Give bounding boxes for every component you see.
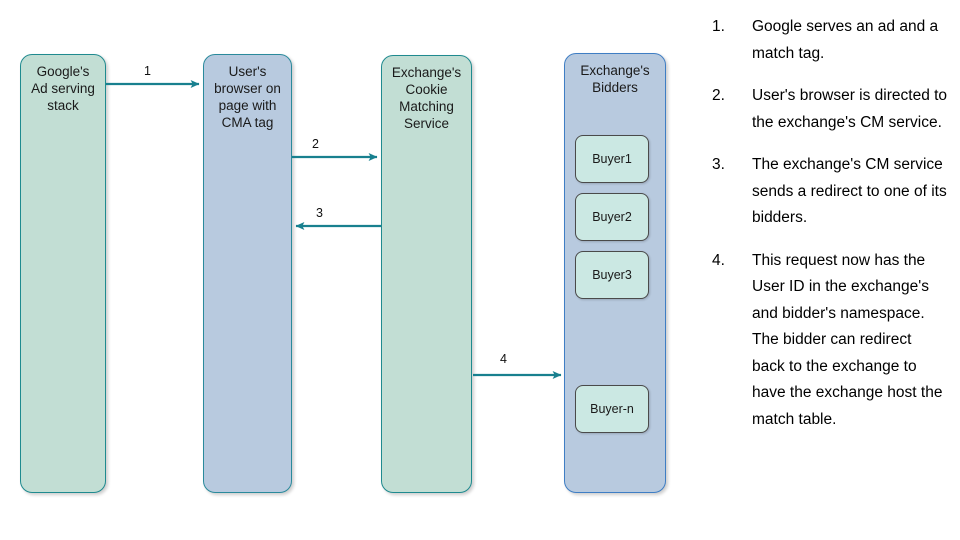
step-number: 3.: [712, 156, 725, 173]
buyer-box-buyer-n[interactable]: Buyer-n: [575, 385, 649, 433]
node-label: User's browser on page with CMA tag: [214, 64, 281, 130]
step-number: 4.: [712, 251, 725, 269]
step-text: Google serves an ad and a match tag.: [752, 18, 939, 62]
step-item-2: 2. User's browser is directed to the exc…: [712, 83, 948, 136]
steps-list: 1. Google serves an ad and a match tag. …: [712, 14, 948, 449]
step-item-1: 1. Google serves an ad and a match tag.: [712, 14, 948, 67]
buyer-label: Buyer1: [592, 152, 632, 166]
node-label: Exchange's Bidders: [580, 63, 650, 95]
node-cookie-matching-service[interactable]: Exchange's Cookie Matching Service: [381, 55, 472, 493]
buyer-label: Buyer3: [592, 268, 632, 282]
buyer-box-buyer3[interactable]: Buyer3: [575, 251, 649, 299]
node-label: Google's Ad serving stack: [31, 64, 95, 113]
arrow-3-label: 3: [316, 206, 323, 220]
arrow-2-label: 2: [312, 137, 319, 151]
step-text: This request now has the User ID in the …: [752, 251, 943, 428]
arrow-4-label: 4: [500, 352, 507, 366]
buyer-box-buyer1[interactable]: Buyer1: [575, 135, 649, 183]
buyer-label: Buyer2: [592, 210, 632, 224]
buyer-label: Buyer-n: [590, 402, 634, 416]
step-number: 2.: [712, 87, 725, 104]
buyer-box-buyer2[interactable]: Buyer2: [575, 193, 649, 241]
node-label: Exchange's Cookie Matching Service: [391, 65, 462, 131]
step-text: The exchange's CM service sends a redire…: [752, 156, 947, 226]
node-google-ad-serving-stack[interactable]: Google's Ad serving stack: [20, 54, 106, 493]
node-user-browser[interactable]: User's browser on page with CMA tag: [203, 54, 292, 493]
step-item-4: 4. This request now has the User ID in t…: [712, 248, 948, 434]
arrow-1-label: 1: [144, 64, 151, 78]
step-item-3: 3. The exchange's CM service sends a red…: [712, 152, 948, 232]
step-text: User's browser is directed to the exchan…: [752, 87, 948, 131]
step-number: 1.: [712, 18, 725, 35]
